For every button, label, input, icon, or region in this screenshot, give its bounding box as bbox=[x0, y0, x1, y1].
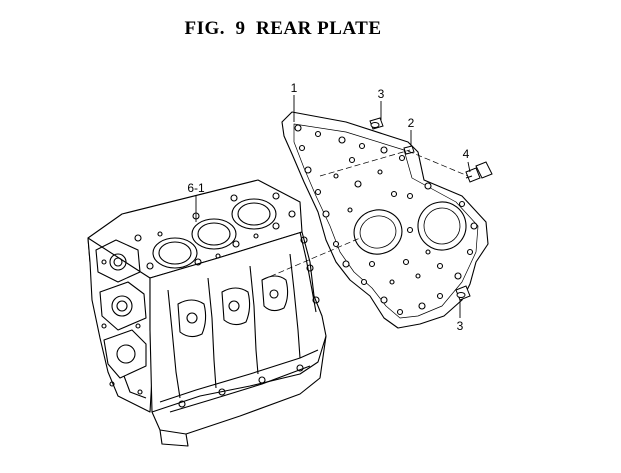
figure-title: FIG. 9 REAR PLATE bbox=[184, 18, 382, 39]
dowel-pin-top bbox=[369, 117, 384, 130]
callout-2: 2 bbox=[408, 116, 415, 130]
leader-lines bbox=[195, 95, 471, 318]
callout-4: 4 bbox=[463, 147, 470, 161]
callout-3-bottom: 3 bbox=[457, 319, 464, 333]
cylinder-block bbox=[87, 179, 327, 447]
rear-plate bbox=[281, 111, 489, 329]
dowel-pin-bottom bbox=[455, 285, 471, 301]
callout-3-top: 3 bbox=[378, 87, 385, 101]
callout-6-1: 6-1 bbox=[187, 181, 205, 195]
callout-1: 1 bbox=[291, 81, 298, 95]
alignment-lines bbox=[261, 149, 469, 281]
